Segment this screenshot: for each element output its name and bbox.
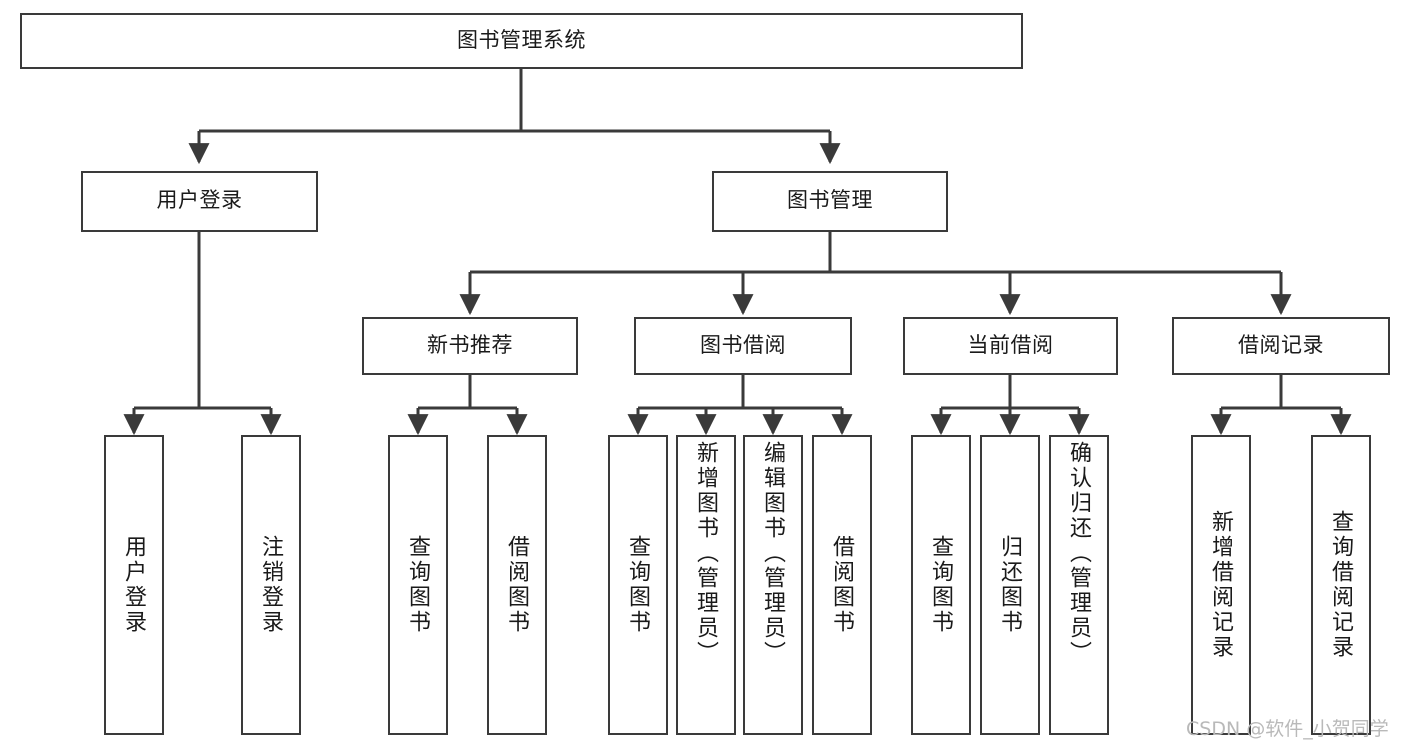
watermark-text: CSDN @软件_小贺同学 [1186, 718, 1389, 740]
node-label: 用户登录 [122, 535, 147, 635]
node-label: 查询图书 [626, 535, 651, 635]
node-label: 查询图书 [406, 535, 431, 635]
node-borrow-record[interactable]: 借阅记录 [1172, 317, 1390, 375]
node-label: 注销登录 [259, 535, 284, 635]
node-label: 新书推荐 [427, 333, 513, 357]
node-label: 图书管理 [787, 189, 873, 213]
node-label: 查询图书 [929, 535, 954, 635]
node-label: 借阅记录 [1238, 333, 1324, 357]
node-leaf-return-book[interactable]: 归还图书 [980, 435, 1040, 735]
node-label: 确认归还（管理员） [1067, 441, 1092, 666]
node-label: 新增图书（管理员） [694, 441, 719, 666]
node-label: 借阅图书 [505, 535, 530, 635]
node-leaf-logout[interactable]: 注销登录 [241, 435, 301, 735]
node-leaf-query-book-2[interactable]: 查询图书 [608, 435, 668, 735]
node-label: 查询借阅记录 [1329, 510, 1354, 660]
node-leaf-user-login[interactable]: 用户登录 [104, 435, 164, 735]
node-label: 借阅图书 [830, 535, 855, 635]
node-leaf-borrow-book-2[interactable]: 借阅图书 [812, 435, 872, 735]
node-label: 新增借阅记录 [1209, 510, 1234, 660]
node-leaf-add-record[interactable]: 新增借阅记录 [1191, 435, 1251, 735]
node-leaf-query-book-3[interactable]: 查询图书 [911, 435, 971, 735]
node-label: 图书借阅 [700, 333, 786, 357]
node-book-borrow[interactable]: 图书借阅 [634, 317, 852, 375]
node-leaf-query-book-1[interactable]: 查询图书 [388, 435, 448, 735]
node-label: 当前借阅 [967, 333, 1054, 357]
node-user-login[interactable]: 用户登录 [81, 171, 318, 232]
node-label: 用户登录 [156, 189, 243, 213]
node-root-system[interactable]: 图书管理系统 [20, 13, 1023, 69]
node-leaf-confirm-return[interactable]: 确认归还（管理员） [1049, 435, 1109, 735]
node-leaf-borrow-book-1[interactable]: 借阅图书 [487, 435, 547, 735]
node-new-book-recommend[interactable]: 新书推荐 [362, 317, 578, 375]
node-leaf-add-book[interactable]: 新增图书（管理员） [676, 435, 736, 735]
node-label: 图书管理系统 [457, 28, 586, 52]
node-label: 归还图书 [998, 535, 1023, 635]
node-leaf-edit-book[interactable]: 编辑图书（管理员） [743, 435, 803, 735]
node-current-borrow[interactable]: 当前借阅 [903, 317, 1118, 375]
node-label: 编辑图书（管理员） [761, 441, 786, 666]
node-book-management[interactable]: 图书管理 [712, 171, 948, 232]
node-leaf-query-record[interactable]: 查询借阅记录 [1311, 435, 1371, 735]
